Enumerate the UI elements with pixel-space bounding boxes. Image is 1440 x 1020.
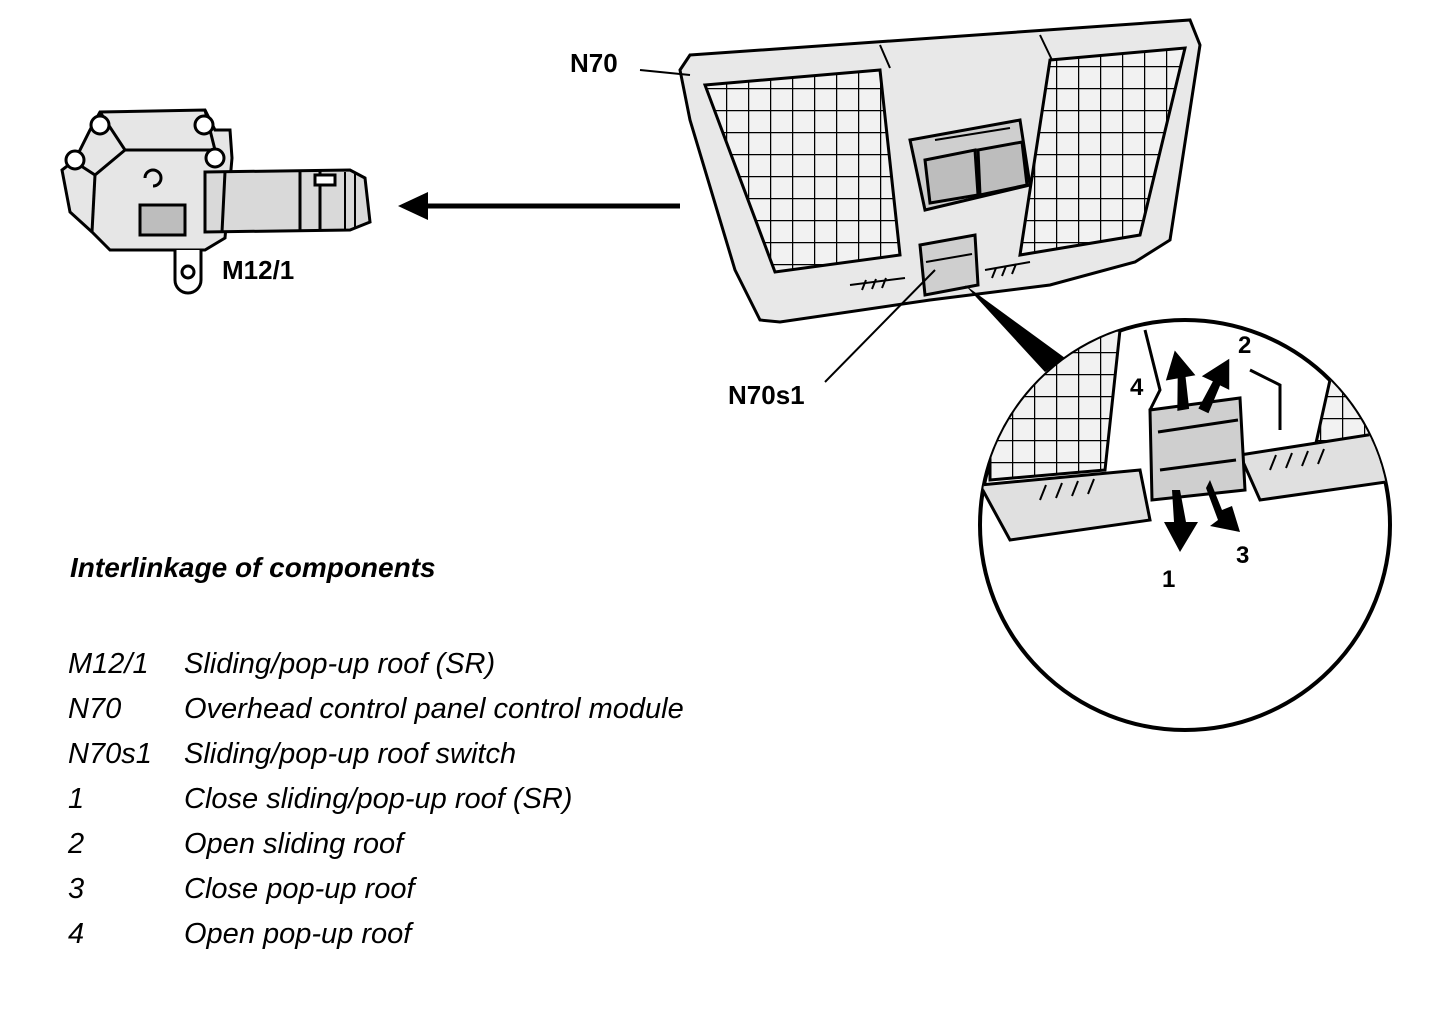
sliding-roof-motor-illustration — [60, 108, 372, 295]
legend-item: 3 Close pop-up roof — [68, 867, 708, 912]
legend-key: 1 — [68, 783, 85, 815]
legend-list: M12/1 Sliding/pop-up roof (SR) N70 Overh… — [68, 642, 708, 957]
legend-item: M12/1 Sliding/pop-up roof (SR) — [68, 642, 708, 687]
n70-callout: N70 — [570, 48, 618, 78]
n70s1-leader — [824, 269, 936, 383]
legend-key: N70s1 — [68, 738, 152, 770]
legend-item: 4 Open pop-up roof — [68, 912, 708, 957]
detail-connector — [965, 285, 1065, 372]
legend-key: 3 — [68, 873, 85, 905]
direction-4-label: 4 — [1130, 374, 1144, 401]
legend-desc: Close sliding/pop-up roof (SR) — [184, 783, 573, 815]
direction-2-label: 2 — [1238, 332, 1252, 359]
legend-title: Interlinkage of components — [70, 552, 436, 583]
legend-item: N70s1 Sliding/pop-up roof switch — [68, 732, 708, 777]
legend-desc: Sliding/pop-up roof (SR) — [184, 648, 496, 680]
legend-key: M12/1 — [68, 648, 149, 680]
legend-key: 4 — [68, 918, 85, 950]
legend-item: 1 Close sliding/pop-up roof (SR) — [68, 777, 708, 822]
legend-desc: Overhead control panel control module — [184, 693, 684, 725]
direction-1-label: 1 — [1162, 566, 1176, 593]
legend-desc: Open pop-up roof — [184, 918, 412, 950]
overhead-control-panel-illustration — [639, 18, 1202, 324]
signal-arrow — [398, 192, 680, 220]
legend-desc: Sliding/pop-up roof switch — [184, 738, 517, 770]
legend-key: 2 — [68, 828, 85, 860]
n70s1-callout: N70s1 — [728, 380, 805, 410]
legend-desc: Close pop-up roof — [184, 873, 415, 905]
legend-key: N70 — [68, 693, 122, 725]
direction-3-label: 3 — [1236, 542, 1250, 569]
m12-1-callout: M12/1 — [222, 255, 295, 285]
legend-item: N70 Overhead control panel control modul… — [68, 687, 708, 732]
legend-item: 2 Open sliding roof — [68, 822, 708, 867]
legend-desc: Open sliding roof — [184, 828, 404, 860]
switch-detail-view — [978, 318, 1392, 732]
